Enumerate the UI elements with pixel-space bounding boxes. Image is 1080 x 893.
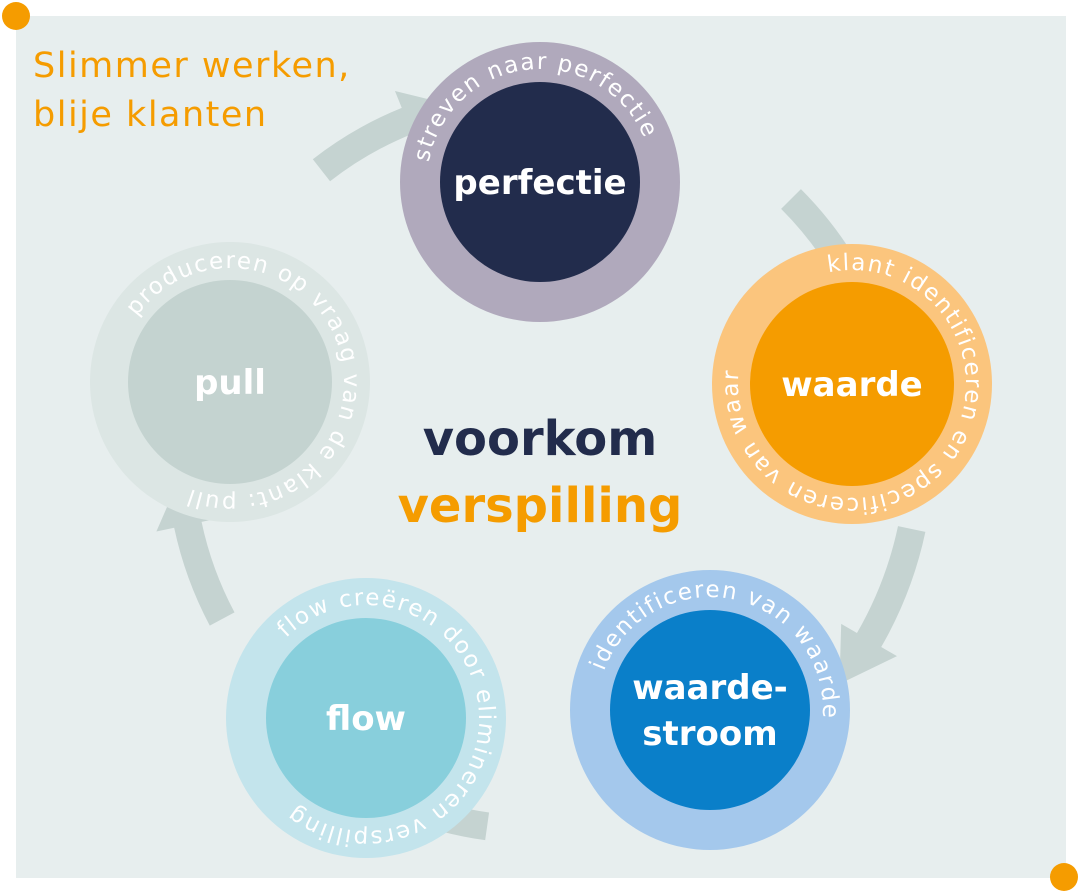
tagline-line2: blije klanten	[33, 95, 268, 135]
stage-waardestroom-label-line2: stroom	[642, 714, 777, 754]
stage-waardestroom-label-line1: waarde-	[632, 668, 788, 708]
tagline-line1: Slimmer werken,	[33, 46, 351, 86]
stage-pull: produceren op vraag van de klant: pullpu…	[90, 242, 370, 522]
stage-waarde-core	[750, 282, 954, 486]
stage-waarde-label: waarde	[781, 365, 922, 405]
stage-pull-label: pull	[194, 363, 266, 403]
cycle-arrow-5	[156, 475, 235, 626]
tagline: Slimmer werken, blije klanten	[33, 42, 351, 140]
stage-pull-core	[128, 280, 332, 484]
stage-perfectie-label: perfectie	[453, 163, 626, 203]
center-title-line2: verspilling	[398, 478, 683, 534]
stage-waardestroom-core	[610, 610, 810, 810]
corner-dot-bottom-right	[1050, 863, 1078, 891]
stage-perfectie-core	[440, 82, 640, 282]
stage-flow: flow creëren door elimineren verspilling…	[226, 578, 506, 858]
stage-flow-core	[266, 618, 466, 818]
center-title-line1: voorkom	[423, 411, 658, 467]
corner-dot-top-left	[2, 2, 30, 30]
cycle-arrow-3	[839, 526, 926, 684]
stage-flow-label: flow	[326, 699, 406, 739]
